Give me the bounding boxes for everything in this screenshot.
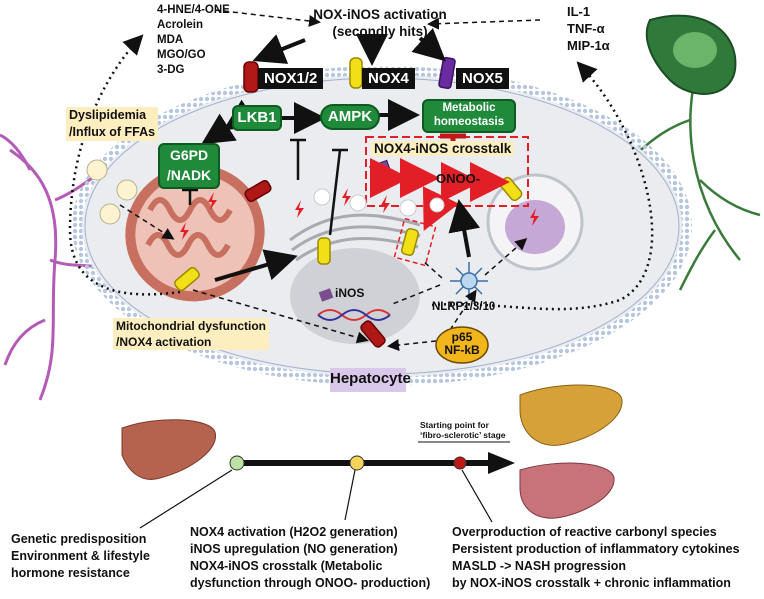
description-line: Overproduction of reactive carbonyl spec… — [452, 525, 717, 539]
nox12-internal — [244, 180, 386, 348]
mitochondrial-dysfunction-label: Mitochondrial dysfunction /NOX4 activati… — [113, 318, 269, 350]
list-item: MGO/GO — [157, 49, 206, 61]
gallbladder-icon — [645, 14, 737, 95]
lipid-droplets — [86, 159, 138, 225]
inos-protein-icon — [318, 288, 334, 302]
nox5-label: NOX5 — [456, 68, 509, 89]
metabolic-line: homeostasis — [433, 116, 505, 128]
nlrp-label: NLRP1/3/10 — [432, 301, 496, 313]
fibro-line: Starting point for — [420, 420, 489, 430]
dna-icon — [317, 309, 391, 321]
list-item: IL-1 — [567, 4, 591, 19]
description-line: NOX4 activation (H2O2 generation) — [190, 525, 398, 539]
list-item: 3-DG — [157, 64, 185, 76]
onoo-label: ONOO- — [436, 171, 481, 186]
description-line: hormone resistance — [11, 566, 130, 580]
metabolic-homeostasis-box: Metabolic homeostasis — [422, 99, 516, 133]
activation-line: (secondly hits) — [332, 24, 428, 39]
fibro-sclerotic-label: Starting point for ‘fibro-sclerotic’ sta… — [420, 420, 506, 440]
dyslipidemia-label: Dyslipidemia /Influx of FFAs — [66, 107, 159, 141]
vacuole — [486, 173, 584, 271]
vesicles — [313, 188, 445, 217]
pathway-arrows — [201, 28, 480, 282]
list-item: TNF-α — [567, 21, 605, 36]
nfkb-line: p65 — [451, 330, 473, 344]
stage1-description: Genetic predisposition Environment & lif… — [11, 531, 150, 582]
list-item: MDA — [157, 34, 184, 46]
oxidative-products-list: 4-HNE/4-ONE Acrolein MDA MGO/GO 3-DG — [157, 3, 230, 78]
description-line: MASLD -> NASH progression — [452, 559, 626, 573]
nfkb-line: NF-kB — [444, 343, 480, 357]
nox4-label: NOX4 — [362, 68, 415, 89]
dyslipidemia-line: /Influx of FFAs — [69, 125, 156, 139]
g6pd-line: G6PD — [169, 147, 209, 163]
nox4-channel — [349, 57, 363, 89]
mitochondrion — [125, 164, 265, 302]
liver-healthy-icon — [121, 419, 216, 480]
inos-label: iNOS — [335, 286, 365, 300]
stage3-description: Overproduction of reactive carbonyl spec… — [452, 524, 740, 592]
ros-bolts — [180, 188, 539, 240]
fibro-line: ‘fibro-sclerotic’ stage — [420, 430, 506, 440]
description-line: Persistent production of inflammatory cy… — [452, 542, 740, 556]
dyslipidemia-line: Dyslipidemia — [69, 108, 147, 122]
g6pd-line: /NADK — [166, 167, 212, 183]
inhibition-bars — [182, 138, 348, 236]
nfkb-label: p65 NF-kB — [436, 331, 488, 357]
stage2-description: NOX4 activation (H2O2 generation) iNOS u… — [190, 524, 430, 592]
hepatocyte-label-bg — [330, 368, 406, 392]
g6pd-nadk-box: G6PD /NADK — [158, 143, 220, 189]
timeline-leaders — [139, 469, 493, 529]
list-item: 4-HNE/4-ONE — [157, 4, 230, 16]
nox12-label: NOX1/2 — [258, 68, 324, 89]
lkb1-box: LKB1 — [232, 105, 282, 131]
nfkb-ellipse — [435, 326, 489, 364]
metabolic-line: Metabolic — [442, 102, 496, 114]
ampk-box: AMPK — [320, 104, 380, 130]
liver-fatty-icon — [519, 384, 623, 446]
activation-line: NOX-iNOS activation — [313, 7, 447, 22]
hepatocyte-label: Hepatocyte — [330, 370, 411, 387]
description-line: Genetic predisposition — [11, 532, 147, 546]
crosstalk-title: NOX4-iNOS crosstalk — [371, 141, 515, 156]
list-item: MIP-1α — [567, 38, 610, 53]
dotted-curves — [68, 34, 654, 311]
timeline — [229, 441, 515, 474]
liver-fibrotic-icon — [519, 462, 615, 519]
description-line: Environment & lifestyle — [11, 549, 150, 563]
mito-line: Mitochondrial dysfunction — [116, 319, 266, 333]
crosstalk-box-small — [393, 217, 437, 267]
nox-inos-activation-label: NOX-iNOS activation (secondly hits) — [300, 6, 460, 40]
description-line: iNOS upregulation (NO generation) — [190, 542, 398, 556]
cytokines-list: IL-1 TNF-α MIP-1α — [567, 3, 610, 54]
description-line: NOX4-iNOS crosstalk (Metabolic — [190, 559, 383, 573]
description-line: dysfunction through ONOO- production) — [190, 576, 431, 590]
list-item: Acrolein — [157, 19, 204, 31]
nox5-channel — [438, 56, 456, 90]
mito-line: /NOX4 activation — [116, 335, 212, 349]
nucleus — [290, 248, 420, 344]
nox12-channel — [243, 61, 259, 93]
description-line: by NOX-iNOS crosstalk + chronic inflamma… — [452, 576, 731, 590]
